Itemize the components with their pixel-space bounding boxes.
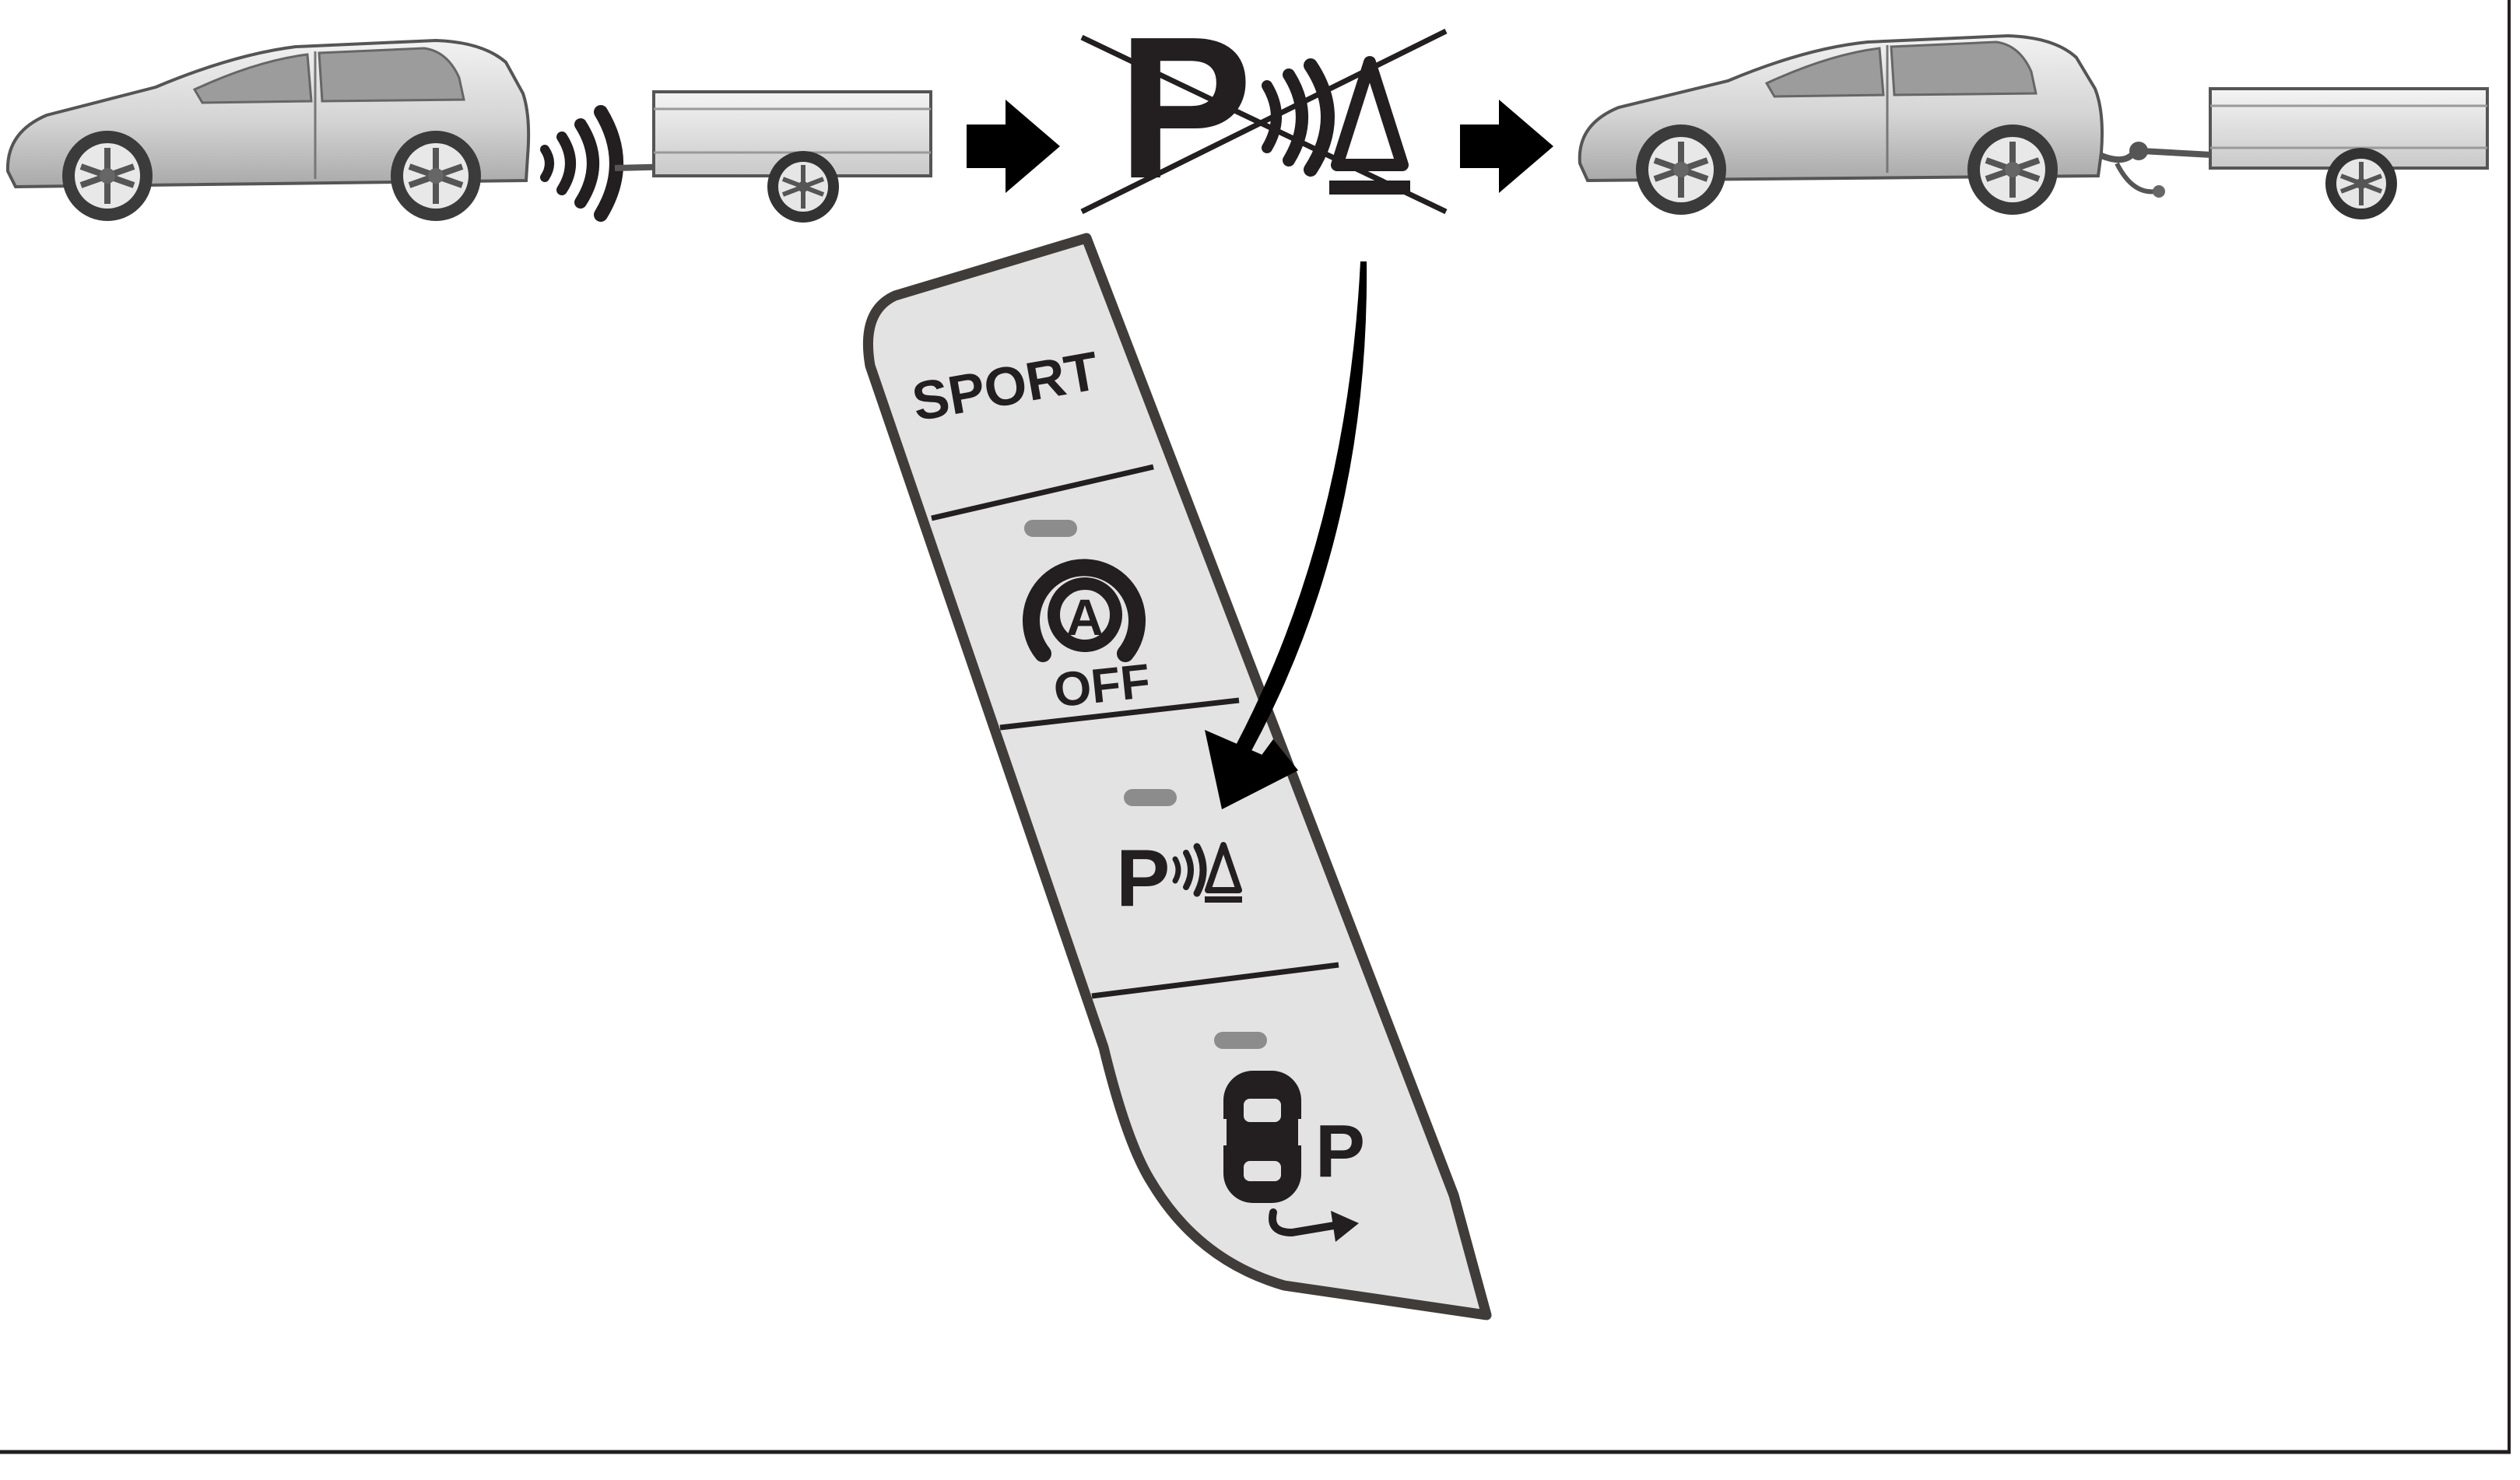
trailer-right (2209, 87, 2489, 219)
auto-hold-off-button[interactable]: A OFF (1023, 520, 1153, 718)
panel-divider (999, 697, 1240, 731)
tow-hitch (2100, 142, 2227, 198)
control-panel-body (862, 233, 1492, 1320)
indicator-led (1024, 520, 1077, 537)
svg-text:A: A (1066, 588, 1104, 646)
parking-sensor-crossed-icon: P (1080, 0, 1448, 221)
indicator-led (1214, 1032, 1267, 1049)
car-with-trailer-connected (1578, 33, 2489, 219)
control-panel: SPORT A OFF P (862, 233, 1492, 1320)
park-assist-letter: P (1315, 1110, 1365, 1193)
step-arrow-2 (1460, 100, 1553, 193)
panel-divider (1091, 962, 1339, 999)
parking-sensor-letter: P (1116, 833, 1170, 924)
park-assist-button[interactable]: P (1214, 1032, 1365, 1242)
panel-divider (931, 464, 1154, 521)
auto-hold-icon: A (1023, 559, 1146, 662)
surround-view-parking-icon: P (1216, 1071, 1365, 1242)
car-with-trailer-sensor-active (5, 38, 932, 223)
curved-pointer-arrow (1205, 261, 1367, 809)
car-right (1578, 33, 2104, 215)
indicator-led (1124, 789, 1177, 806)
parking-sensor-icon: P (1116, 833, 1242, 924)
trailer-left (614, 90, 932, 223)
auto-hold-off-label: OFF (1051, 654, 1153, 718)
step-arrow-1 (967, 100, 1060, 193)
parking-sensor-button[interactable]: P (1116, 789, 1242, 924)
car-left (5, 38, 531, 221)
sensor-wave-icon (540, 105, 623, 222)
